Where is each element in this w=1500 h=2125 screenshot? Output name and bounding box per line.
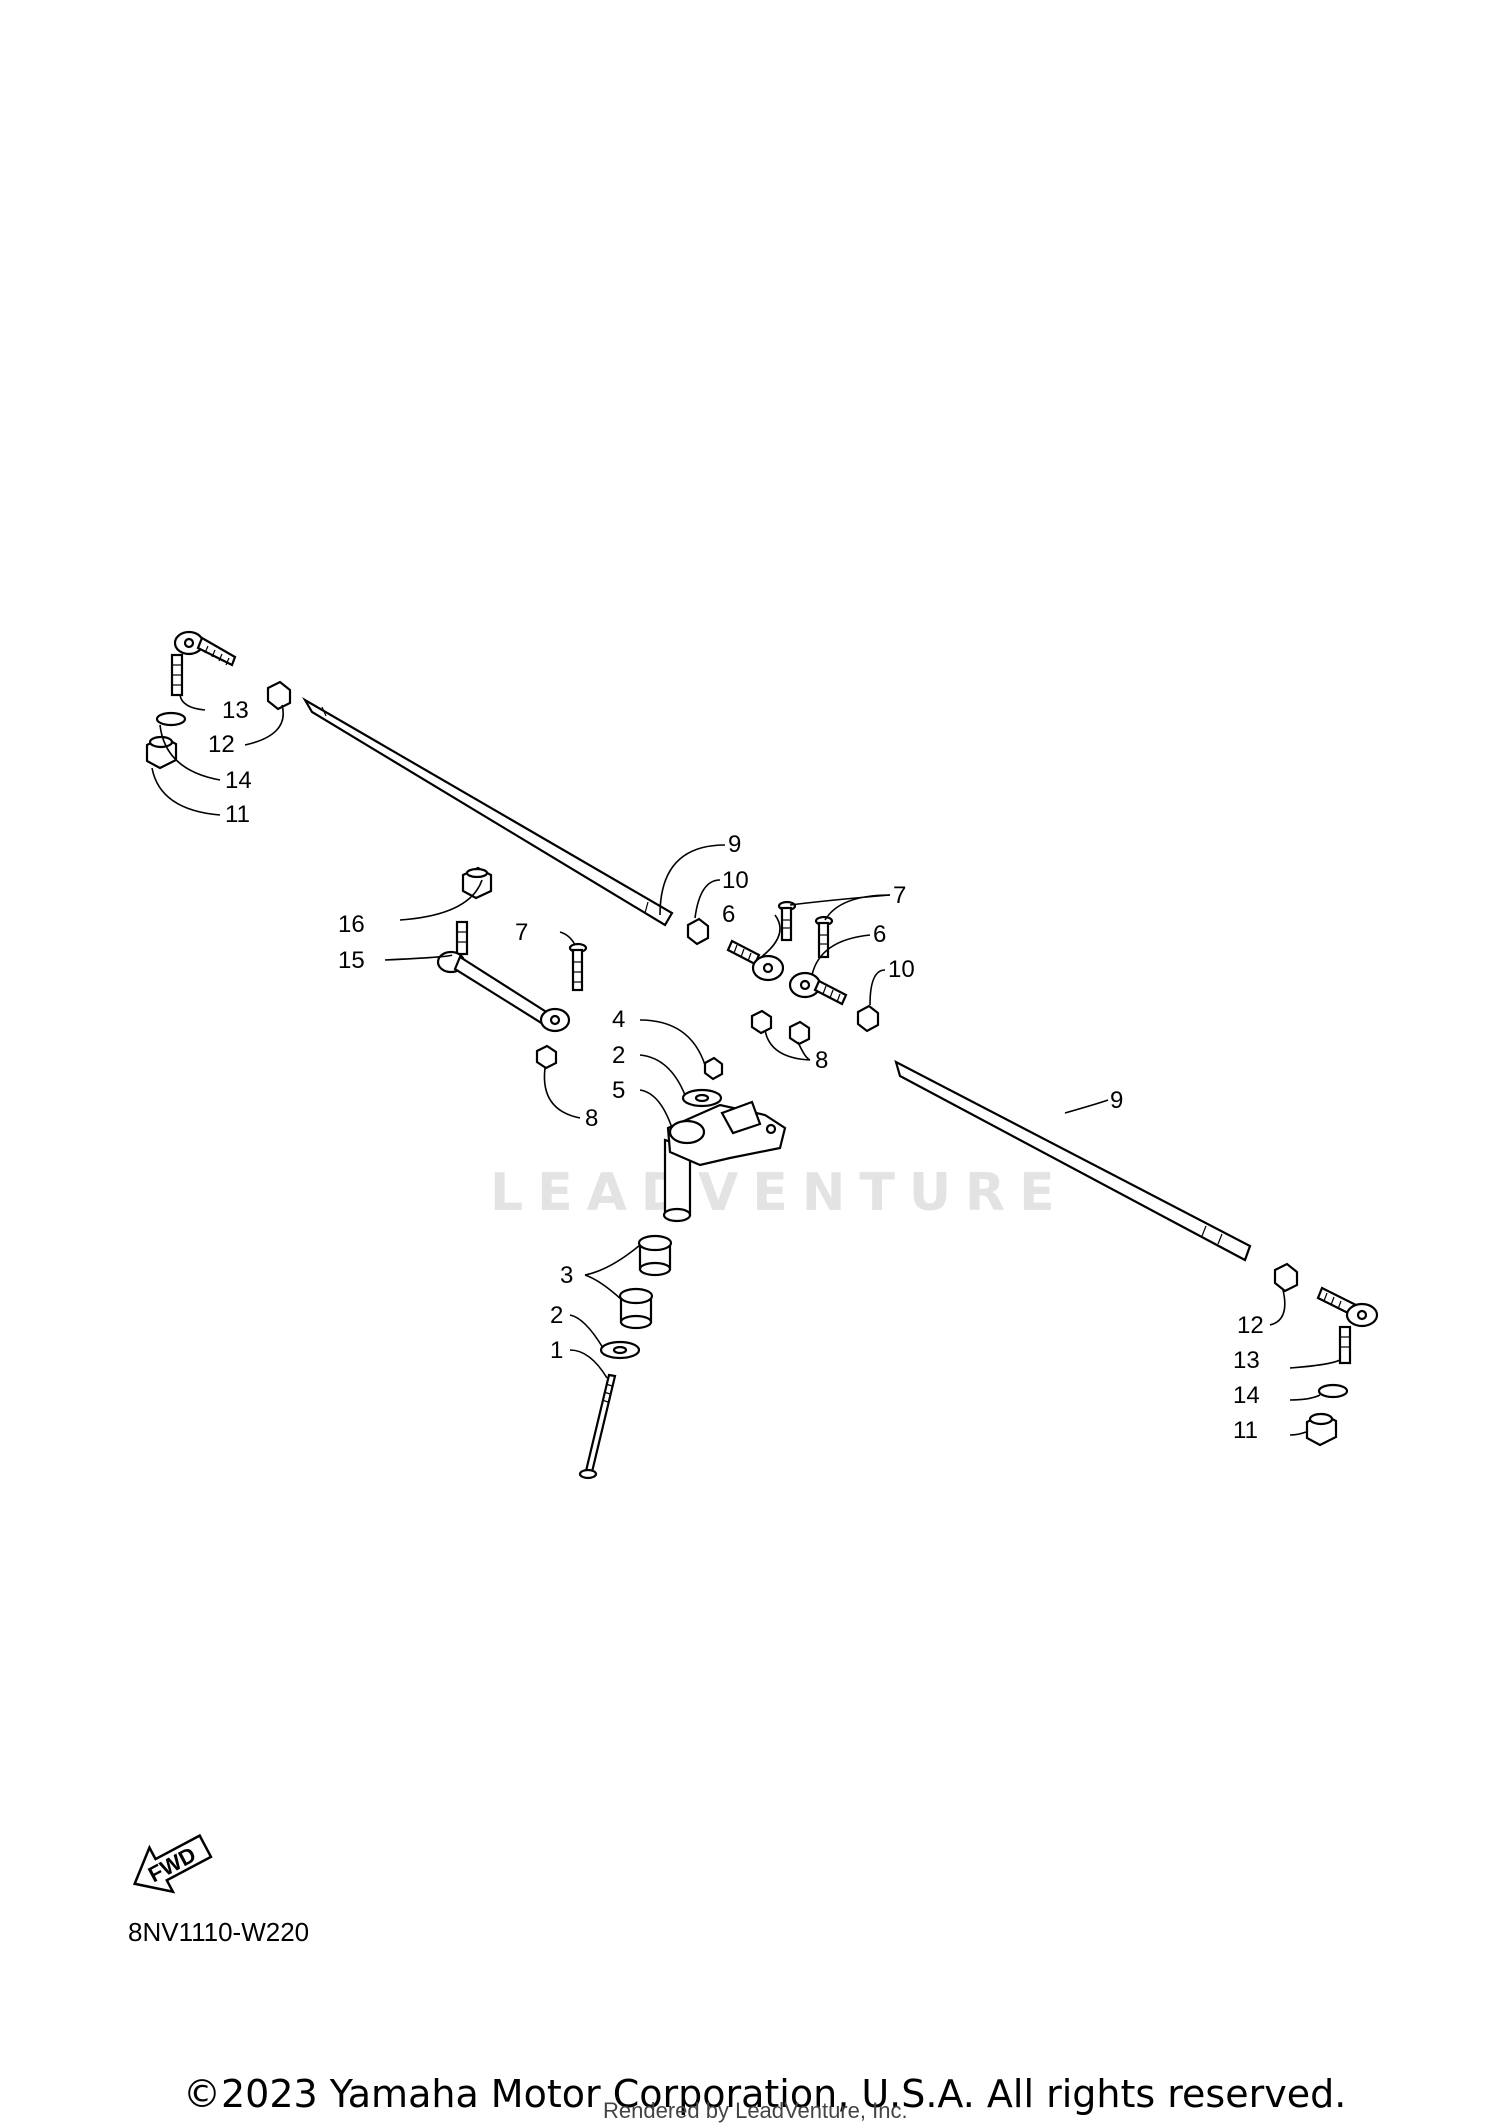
fwd-label: FWD — [144, 1842, 200, 1888]
nut-8-center-right — [788, 1020, 811, 1046]
bolt-1 — [578, 1373, 617, 1480]
callout-9-upper: 9 — [728, 831, 741, 858]
callout-12-upper: 12 — [208, 731, 235, 758]
callout-2-upper: 2 — [612, 1042, 625, 1069]
washer-14-lower-right — [1317, 1383, 1349, 1399]
copyright-notice: ©2023 Yamaha Motor Corporation, U.S.A. A… — [183, 2072, 1347, 2116]
render-credit: Rendered by LeadVenture, Inc. — [603, 2098, 908, 2123]
bushing-3-upper — [637, 1234, 673, 1277]
washer-2-upper — [681, 1088, 723, 1108]
callout-13-upper: 13 — [222, 697, 249, 724]
tie-rod-end-6-left — [726, 939, 785, 982]
callout-7-center: 7 — [893, 882, 906, 909]
bolt-7-left — [568, 942, 588, 992]
nut-16 — [461, 866, 493, 900]
callout-12-lower: 12 — [1237, 1312, 1264, 1339]
nut-8-center-left — [750, 1009, 773, 1035]
tie-rod-end-upper-left — [170, 630, 237, 697]
bushing-3-lower — [618, 1287, 654, 1330]
tie-rod-end-lower-right — [1316, 1286, 1379, 1365]
callout-8-left: 8 — [585, 1105, 598, 1132]
nut-10-right — [856, 1004, 880, 1033]
callout-7-left: 7 — [515, 919, 528, 946]
callout-8-center: 8 — [815, 1047, 828, 1074]
bolt-7-center-right — [814, 915, 834, 959]
tie-rod-end-6-right — [788, 971, 848, 1006]
callout-15: 15 — [338, 947, 365, 974]
callout-11-lower: 11 — [1233, 1417, 1258, 1444]
callout-14-upper: 14 — [225, 767, 252, 794]
relay-rod-15 — [436, 920, 571, 1033]
nut-10-left — [686, 917, 710, 946]
washer-2-lower — [599, 1340, 641, 1360]
washer-14-upper-left — [155, 711, 187, 727]
callout-6-left: 6 — [722, 901, 735, 928]
callout-10-left: 10 — [722, 867, 749, 894]
pivot-bracket-5 — [662, 1100, 787, 1223]
callout-1: 1 — [550, 1337, 563, 1364]
callout-9-lower: 9 — [1110, 1087, 1123, 1114]
bolt-7-center-left — [777, 900, 797, 942]
callout-4: 4 — [612, 1006, 625, 1033]
callout-labels: 13 12 14 11 9 10 6 7 6 10 8 9 16 15 7 8 … — [208, 697, 1264, 1444]
leadventure-watermark: LEADVENTURE — [490, 1163, 1069, 1223]
callout-3: 3 — [560, 1262, 573, 1289]
leader-lines — [151, 694, 1341, 1436]
callout-2-lower: 2 — [550, 1302, 563, 1329]
callout-11-upper: 11 — [225, 801, 250, 828]
callout-14-lower: 14 — [1233, 1382, 1260, 1409]
diagram-code: 8NV1110-W220 — [128, 1917, 310, 1947]
nut-11-upper-left — [145, 735, 178, 770]
tie-rod-left — [301, 696, 674, 927]
callout-6-right: 6 — [873, 921, 886, 948]
callout-13-lower: 13 — [1233, 1347, 1260, 1374]
nut-11-lower-right — [1305, 1412, 1338, 1447]
tie-rod-right — [894, 1059, 1252, 1262]
nut-8-left — [535, 1044, 558, 1070]
fwd-arrow-icon: FWD — [132, 1833, 213, 1894]
callout-10-right: 10 — [888, 956, 915, 983]
nut-12-upper-left — [266, 680, 292, 711]
callout-16: 16 — [338, 911, 365, 938]
callout-5: 5 — [612, 1077, 625, 1104]
nut-4 — [703, 1056, 724, 1081]
nut-12-lower-right — [1273, 1262, 1299, 1293]
